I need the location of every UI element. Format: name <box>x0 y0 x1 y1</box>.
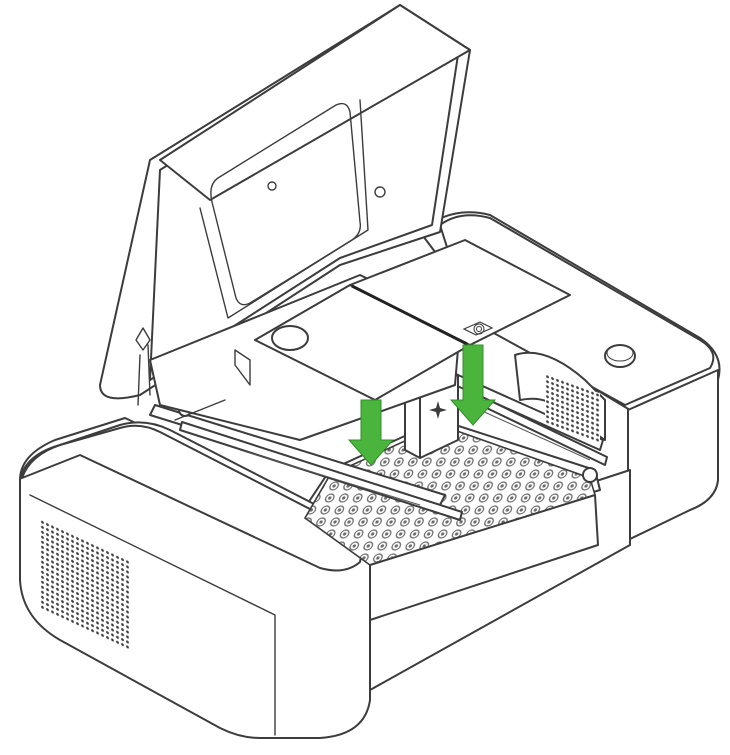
open-lid <box>99 4 471 406</box>
vent-grille <box>40 518 130 651</box>
gantry-rails <box>149 374 608 521</box>
power-button-icon <box>604 344 636 368</box>
down-arrow-icon <box>449 344 497 426</box>
marker-label <box>462 321 494 336</box>
down-arrow-icon <box>347 399 395 466</box>
material-sheet-top <box>349 239 571 346</box>
laser-head-icon <box>429 401 447 419</box>
left-front-housing <box>19 421 372 739</box>
exhaust-fan <box>514 351 606 444</box>
